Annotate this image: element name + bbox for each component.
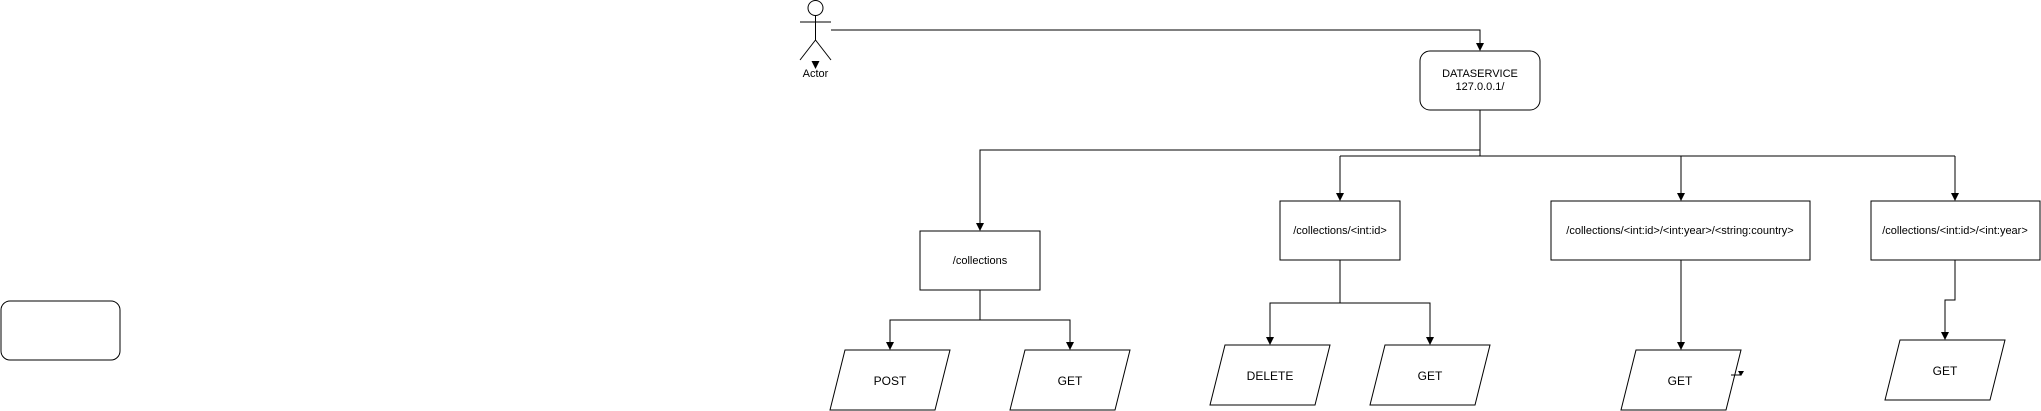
method-post-shape	[829, 349, 951, 411]
arrowhead-collection-id	[1336, 193, 1344, 201]
route-collection-country-label: /collections/<int:id>/<int:year>/<string…	[1566, 225, 1793, 237]
method-collections-get-shape	[1009, 349, 1131, 411]
method-country-get-label: GET	[1668, 374, 1693, 388]
route-collection-year-label: /collections/<int:id>/<int:year>	[1882, 225, 2028, 237]
edge-year-to-get	[1944, 260, 1956, 332]
actor-self-arrow	[811, 61, 820, 69]
edge-service-to-collections	[979, 110, 1481, 223]
empty-rounded-box	[0, 300, 121, 361]
method-delete-shape	[1209, 344, 1331, 406]
method-id-get: GET	[1369, 344, 1491, 406]
method-year-get-label: GET	[1933, 364, 1958, 378]
method-delete-label: DELETE	[1247, 369, 1294, 383]
arrowhead-id-get	[1426, 337, 1434, 345]
method-collections-get-label: GET	[1058, 374, 1083, 388]
edge-collections-children	[889, 290, 1071, 342]
dangling-arrowhead	[1738, 371, 1744, 376]
route-collections: /collections	[919, 230, 1041, 291]
service-address: 127.0.0.1/	[1456, 81, 1506, 93]
method-country-get-shape	[1620, 349, 1742, 411]
actor-head	[807, 0, 824, 16]
edge-actor-to-service	[831, 29, 1481, 43]
arrowhead-post	[886, 342, 894, 350]
method-id-get-shape	[1369, 344, 1491, 406]
route-collection-year: /collections/<int:id>/<int:year>	[1870, 200, 2041, 261]
method-post-label: POST	[874, 374, 907, 388]
method-country-get: GET	[1620, 349, 1742, 411]
method-year-get-shape	[1884, 339, 2006, 401]
route-collections-box	[919, 230, 1041, 291]
arrowhead-country-get	[1677, 342, 1685, 350]
actor-label: Actor	[803, 68, 829, 80]
arrowhead-year	[1951, 193, 1959, 201]
route-collections-label: /collections	[953, 255, 1008, 267]
arrowhead-service	[1476, 43, 1484, 51]
arrowhead-year-get	[1941, 332, 1949, 340]
edge-service-bus	[1340, 150, 1955, 157]
method-id-get-label: GET	[1418, 369, 1443, 383]
edge-collection-id-children	[1269, 260, 1431, 337]
actor-right-leg	[815, 39, 832, 61]
service-node: DATASERVICE 127.0.0.1/	[1419, 50, 1541, 111]
route-collection-id: /collections/<int:id>	[1279, 200, 1401, 261]
method-collections-get: GET	[1009, 349, 1131, 411]
method-delete: DELETE	[1209, 344, 1331, 406]
route-collection-country: /collections/<int:id>/<int:year>/<string…	[1550, 200, 1811, 261]
actor-left-leg	[799, 39, 816, 61]
arrowhead-collections-get	[1066, 342, 1074, 350]
service-name: DATASERVICE	[1442, 68, 1518, 80]
arrowhead-country	[1677, 193, 1685, 201]
route-collection-id-label: /collections/<int:id>	[1293, 225, 1387, 237]
arrowhead-delete	[1266, 337, 1274, 345]
method-year-get: GET	[1884, 339, 2006, 401]
arrowhead-collections	[976, 223, 984, 231]
actor: Actor	[799, 0, 832, 80]
method-post: POST	[829, 349, 951, 411]
